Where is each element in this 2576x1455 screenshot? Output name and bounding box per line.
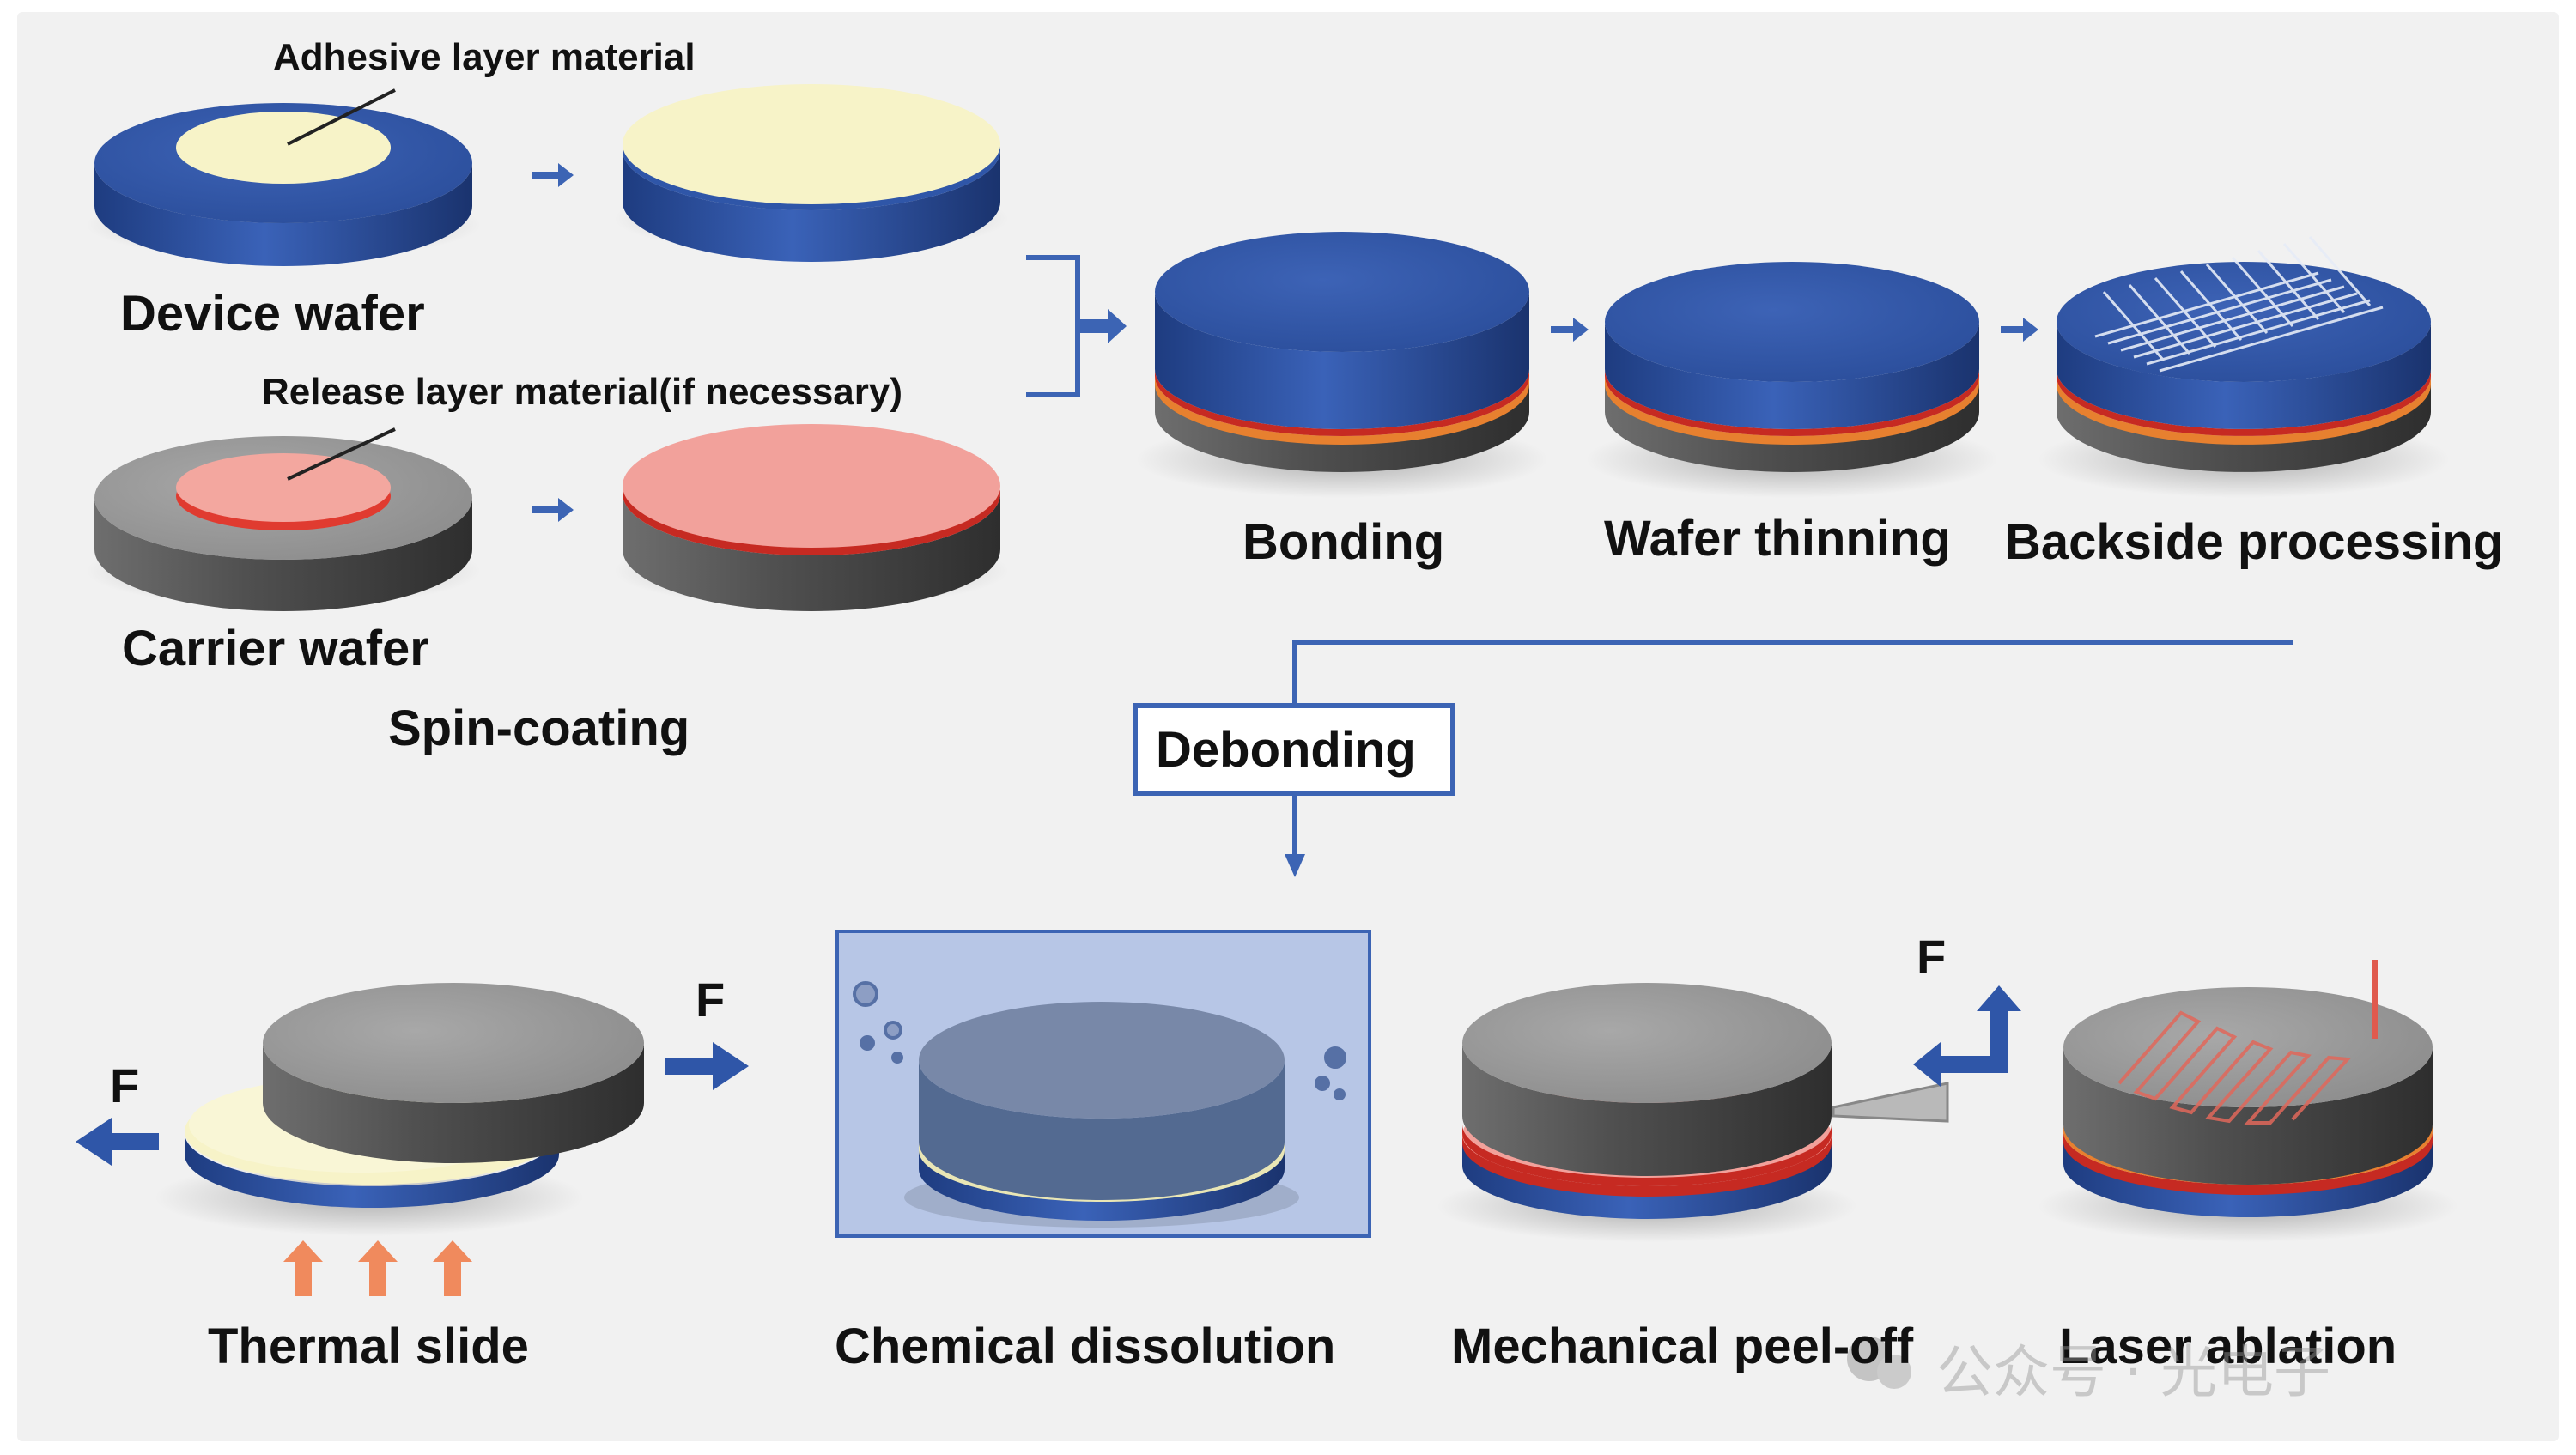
thermal-left-force-arrow: [76, 1118, 159, 1166]
spin-coating-arrow-top: [532, 163, 574, 187]
thinned-stack: [1586, 262, 1998, 498]
carrier-wafer-label: Carrier wafer: [122, 621, 429, 676]
spin-coating-arrow-bottom: [532, 498, 574, 522]
carrier-wafer-bare: [86, 436, 481, 611]
mechanical-peel-off-illustration: [1437, 983, 1949, 1242]
thermal-slide-illustration: [155, 983, 644, 1236]
carrier-wafer-coated: [614, 424, 1009, 611]
laser-beam: [2372, 960, 2378, 1039]
chemical-dissolution-label: Chemical dissolution: [835, 1319, 1336, 1374]
device-wafer-coated: [614, 84, 1009, 262]
device-wafer-bare: [86, 103, 481, 266]
backside-processing-label: Backside processing: [2005, 514, 2504, 570]
release-pointer-line: [287, 427, 396, 481]
processed-stack: [2038, 236, 2450, 498]
backside-pattern: [2094, 236, 2384, 373]
bonding-label: Bonding: [1242, 514, 1445, 570]
watermark-text: 公众号 · 光电子: [1936, 1339, 2330, 1405]
thermal-right-force-label: F: [696, 973, 726, 1027]
peel-force-label: F: [1917, 930, 1947, 984]
laser-ablation-illustration: [2038, 960, 2458, 1242]
spin-coating-label: Spin-coating: [388, 700, 690, 756]
merge-arrow: [1078, 309, 1127, 343]
thinning-arrow: [1551, 318, 1589, 342]
laser-scan-path: [2117, 1010, 2352, 1125]
dissolution-bubbles: [853, 981, 1346, 1100]
debonding-label: Debonding: [1156, 722, 1416, 778]
peel-force-arrow: [1913, 985, 2021, 1087]
peel-blade: [1832, 1082, 1949, 1123]
thermal-slide-label: Thermal slide: [208, 1319, 529, 1374]
adhesive-pointer-line: [287, 88, 396, 146]
thermal-left-force-label: F: [110, 1058, 140, 1112]
device-wafer-label: Device wafer: [120, 286, 425, 342]
wafer-thinning-label: Wafer thinning: [1604, 511, 1951, 567]
mechanical-peel-off-label: Mechanical peel-off: [1451, 1319, 1914, 1374]
watermark-logo: [1847, 1337, 1911, 1389]
adhesive-layer-label: Adhesive layer material: [273, 36, 696, 78]
chemical-dissolution-illustration: [904, 1002, 1299, 1228]
bonded-stack: [1136, 232, 1548, 498]
laser-ablation-label: Laser ablation: [2059, 1319, 2397, 1374]
debonding-box: [1133, 703, 1455, 796]
backside-arrow: [2001, 318, 2038, 342]
heat-arrows: [283, 1240, 472, 1296]
release-layer-label: Release layer material(if necessary): [262, 371, 903, 413]
debonding-flow-line: [1292, 640, 2293, 704]
thermal-right-force-arrow: [665, 1042, 749, 1090]
